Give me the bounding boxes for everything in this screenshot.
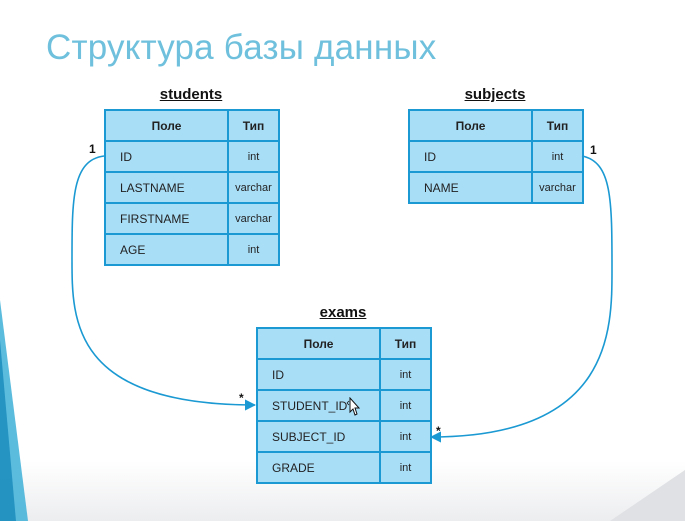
field-name: LASTNAME bbox=[104, 171, 229, 204]
header-field: Поле bbox=[408, 109, 533, 142]
connector-subjects-exams bbox=[429, 155, 613, 443]
table-exams: Поле Тип ID int STUDENT_ID int SUBJECT_I… bbox=[256, 327, 432, 484]
field-type: varchar bbox=[531, 171, 584, 204]
header-field: Поле bbox=[256, 327, 381, 360]
table-row: ID int bbox=[408, 140, 584, 173]
table-row: NAME varchar bbox=[408, 171, 584, 204]
field-type: int bbox=[379, 420, 432, 453]
table-name-students: students bbox=[159, 86, 223, 103]
table-row: LASTNAME varchar bbox=[104, 171, 280, 204]
table-subjects: Поле Тип ID int NAME varchar bbox=[408, 109, 584, 204]
connector-students-exams bbox=[71, 155, 257, 411]
cardinality-subjects-one: 1 bbox=[590, 143, 597, 157]
field-type: int bbox=[227, 140, 280, 173]
table-name-subjects: subjects bbox=[464, 86, 526, 103]
table-row: SUBJECT_ID int bbox=[256, 420, 432, 453]
table-row: AGE int bbox=[104, 233, 280, 266]
table-header-row: Поле Тип bbox=[104, 109, 280, 142]
field-name: ID bbox=[408, 140, 533, 173]
header-type: Тип bbox=[227, 109, 280, 142]
field-name: ID bbox=[104, 140, 229, 173]
page-title: Структура базы данных bbox=[46, 28, 437, 67]
table-row: ID int bbox=[256, 358, 432, 391]
move-cursor-icon bbox=[346, 397, 361, 416]
field-name: SUBJECT_ID bbox=[256, 420, 381, 453]
field-name: GRADE bbox=[256, 451, 381, 484]
header-type: Тип bbox=[531, 109, 584, 142]
field-name: ID bbox=[256, 358, 381, 391]
cardinality-exams-many-student: * bbox=[239, 391, 244, 405]
table-row: STUDENT_ID int bbox=[256, 389, 432, 422]
table-row: ID int bbox=[104, 140, 280, 173]
field-type: int bbox=[227, 233, 280, 266]
header-type: Тип bbox=[379, 327, 432, 360]
table-name-exams: exams bbox=[319, 304, 367, 321]
field-name: STUDENT_ID bbox=[256, 389, 381, 422]
table-row: FIRSTNAME varchar bbox=[104, 202, 280, 235]
field-name: NAME bbox=[408, 171, 533, 204]
field-type: int bbox=[379, 389, 432, 422]
field-type: int bbox=[379, 358, 432, 391]
table-students: Поле Тип ID int LASTNAME varchar FIRSTNA… bbox=[104, 109, 280, 266]
header-field: Поле bbox=[104, 109, 229, 142]
field-type: varchar bbox=[227, 202, 280, 235]
cardinality-students-one: 1 bbox=[89, 142, 96, 156]
field-type: int bbox=[379, 451, 432, 484]
table-header-row: Поле Тип bbox=[256, 327, 432, 360]
field-name: FIRSTNAME bbox=[104, 202, 229, 235]
field-type: varchar bbox=[227, 171, 280, 204]
field-name: AGE bbox=[104, 233, 229, 266]
field-type: int bbox=[531, 140, 584, 173]
table-header-row: Поле Тип bbox=[408, 109, 584, 142]
table-row: GRADE int bbox=[256, 451, 432, 484]
cardinality-exams-many-subject: * bbox=[436, 424, 441, 438]
